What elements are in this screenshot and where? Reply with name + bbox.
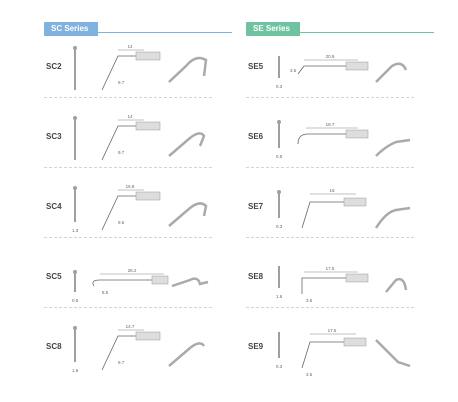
sc8-angle: 9.7	[118, 360, 125, 365]
se-series-column: SE Series SE5 0.3 20.9 3.5 SE6 0.5 18.7	[246, 18, 434, 377]
sc2-drawing: 14 9.7	[73, 44, 208, 91]
se9-row: SE9 0.3 17.5 3.5	[246, 322, 414, 378]
se5-row: SE5 0.3 20.9 3.5	[246, 42, 414, 98]
sc4-length: 15.8	[126, 184, 135, 189]
sc2-angle: 9.7	[118, 80, 125, 85]
sc4-width: 1.3	[72, 228, 79, 233]
se5-angle: 3.5	[290, 68, 297, 73]
sc3-row: SC3 14 9.7	[44, 112, 212, 168]
sc4-row: SC4 1.3 15.8 9.5	[44, 182, 212, 238]
sc-series-tab: SC Series	[44, 22, 99, 36]
se6-length: 18.7	[326, 122, 335, 127]
se5-drawing: 0.3 20.9 3.5	[276, 54, 408, 89]
sc3-length: 14	[127, 114, 133, 119]
se6-code: SE6	[248, 132, 264, 141]
se8-angle: 3.5	[306, 298, 313, 303]
sc4-drawing: 1.3 15.8 9.5	[72, 184, 208, 233]
se5-width: 0.3	[276, 84, 283, 89]
sc4-code: SC4	[46, 202, 62, 211]
se7-width: 0.3	[276, 224, 283, 229]
sc-series-header: SC Series	[44, 18, 232, 36]
sc5-code: SC5	[46, 272, 62, 281]
sc2-row: SC2 14 9.7	[44, 42, 212, 98]
sc3-code: SC3	[46, 132, 62, 141]
sc-series-rule	[44, 32, 232, 33]
se7-row: SE7 0.3 16	[246, 182, 414, 238]
se5-code: SE5	[248, 62, 264, 71]
se8-row: SE8 1.6 17.5 3.5	[246, 252, 414, 308]
se8-code: SE8	[248, 272, 264, 281]
sc4-angle: 9.5	[118, 220, 125, 225]
sc5-drawing: 0.5 28.2 8.5	[72, 268, 209, 303]
sc5-row: SC5 0.5 28.2 8.5	[44, 252, 212, 308]
sc-series-column: SC Series SC2 14 9.7 SC3 14	[44, 18, 232, 373]
sc8-row: SC8 1.6 14.7 9.7	[44, 322, 212, 378]
se-series-header: SE Series	[246, 18, 434, 36]
se7-length: 16	[329, 188, 335, 193]
se-series-tab: SE Series	[246, 22, 300, 36]
sc5-width: 0.5	[72, 298, 79, 303]
sc8-length: 14.7	[126, 324, 135, 329]
sc8-drawing: 1.6 14.7 9.7	[72, 324, 206, 373]
se9-code: SE9	[248, 342, 264, 351]
sc5-length: 28.2	[128, 268, 137, 273]
sc2-length: 14	[127, 44, 133, 49]
se8-drawing: 1.6 17.5 3.5	[276, 266, 408, 303]
sc8-width: 1.6	[72, 368, 79, 373]
se9-width: 0.3	[276, 364, 283, 369]
se8-width: 1.6	[276, 294, 283, 299]
se7-code: SE7	[248, 202, 264, 211]
se6-row: SE6 0.5 18.7	[246, 112, 414, 168]
se7-drawing: 0.3 16	[276, 188, 411, 229]
se-series-rule	[246, 32, 434, 33]
sc3-drawing: 14 9.7	[73, 114, 206, 161]
se6-drawing: 0.5 18.7	[276, 120, 411, 159]
sc8-code: SC8	[46, 342, 62, 351]
se5-length: 20.9	[326, 54, 335, 59]
sc3-angle: 9.7	[118, 150, 125, 155]
se8-length: 17.5	[326, 266, 335, 271]
se9-angle: 3.5	[306, 372, 313, 377]
se9-drawing: 0.3 17.5 3.5	[276, 328, 411, 377]
sc5-angle: 8.5	[102, 290, 109, 295]
se9-length: 17.5	[328, 328, 337, 333]
se6-width: 0.5	[276, 154, 283, 159]
sc2-code: SC2	[46, 62, 62, 71]
